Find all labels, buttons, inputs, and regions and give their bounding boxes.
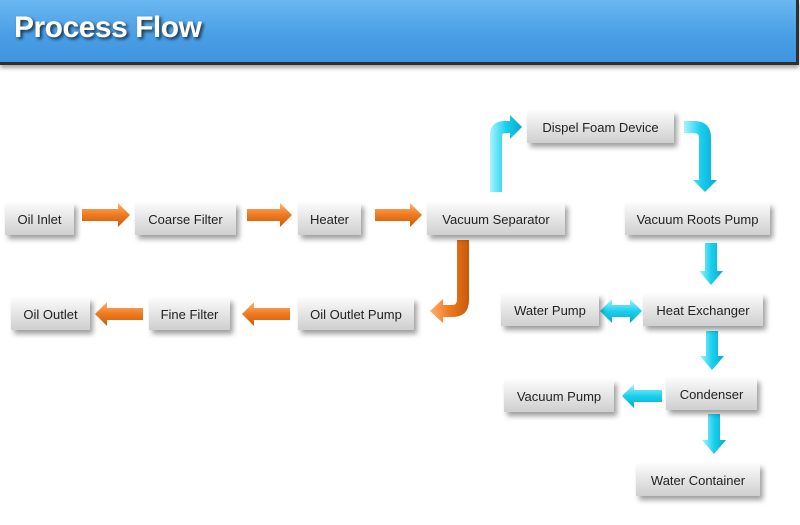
node-label: Oil Outlet: [23, 306, 78, 322]
node-heat-exchanger: Heat Exchanger: [643, 294, 763, 326]
node-label: Vacuum Separator: [442, 211, 550, 227]
arrow-condenser-to-water-container: [702, 414, 726, 454]
node-dispel-foam-device: Dispel Foam Device: [527, 111, 674, 143]
node-label: Condenser: [679, 386, 744, 402]
node-coarse-filter: Coarse Filter: [135, 203, 236, 235]
node-vacuum-pump: Vacuum Pump: [504, 380, 614, 412]
arrow-coarse-filter-to-heater: [247, 203, 292, 227]
page-title: Process Flow: [14, 11, 202, 44]
node-vacuum-roots-pump: Vacuum Roots Pump: [625, 203, 770, 235]
node-oil-outlet-pump: Oil Outlet Pump: [298, 298, 414, 330]
node-vacuum-separator: Vacuum Separator: [427, 203, 565, 235]
arrow-heat-exchanger-to-condenser: [700, 331, 724, 370]
arrow-vacuum-separator-to-oil-outlet-pump: [430, 240, 469, 323]
arrow-vacuum-roots-pump-to-heat-exchanger: [699, 243, 723, 285]
node-label: Water Container: [650, 472, 746, 488]
title-bar: Process Flow: [0, 0, 799, 65]
arrow-vacuum-separator-to-dispel-foam: [490, 115, 522, 192]
node-oil-inlet: Oil Inlet: [5, 203, 74, 235]
arrow-water-pump-heat-exchanger: [600, 299, 642, 323]
node-label: Fine Filter: [160, 306, 219, 322]
node-label: Oil Inlet: [17, 211, 62, 227]
arrow-oil-inlet-to-coarse-filter: [82, 203, 130, 227]
node-label: Water Pump: [514, 302, 586, 318]
node-label: Vacuum Pump: [516, 388, 602, 404]
node-label: Dispel Foam Device: [542, 119, 659, 135]
arrow-heater-to-vacuum-separator: [375, 203, 422, 227]
arrow-fine-filter-to-oil-outlet: [95, 302, 143, 326]
arrow-dispel-foam-to-vacuum-roots-pump: [684, 121, 717, 192]
node-label: Oil Outlet Pump: [310, 306, 402, 322]
arrow-oil-outlet-pump-to-fine-filter: [242, 302, 290, 326]
arrow-condenser-to-vacuum-pump: [622, 384, 662, 408]
node-water-container: Water Container: [636, 464, 760, 496]
node-oil-outlet: Oil Outlet: [11, 298, 90, 330]
node-label: Heat Exchanger: [656, 302, 750, 318]
node-label: Vacuum Roots Pump: [636, 211, 759, 227]
node-fine-filter: Fine Filter: [149, 298, 230, 330]
node-heater: Heater: [298, 203, 361, 235]
node-label: Coarse Filter: [148, 211, 223, 227]
node-label: Heater: [309, 211, 350, 227]
node-condenser: Condenser: [666, 378, 757, 410]
node-water-pump: Water Pump: [501, 294, 599, 326]
